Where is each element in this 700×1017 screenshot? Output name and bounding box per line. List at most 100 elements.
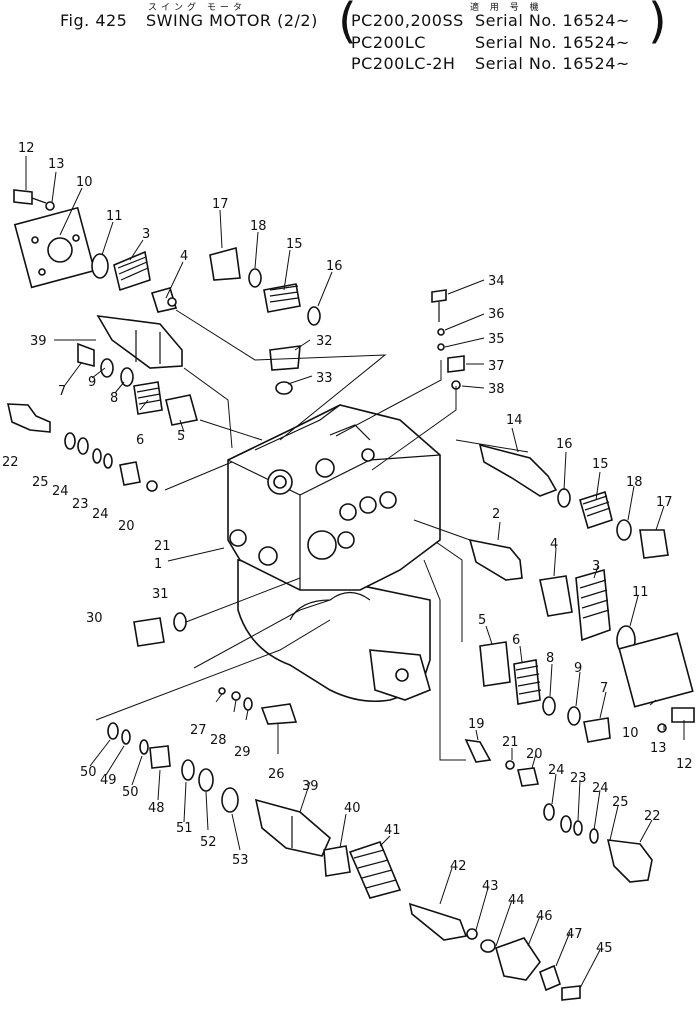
callout: 1 bbox=[154, 557, 162, 572]
callout: 5 bbox=[478, 613, 486, 628]
callout: 30 bbox=[86, 611, 103, 626]
fig-label: Fig. 425 bbox=[60, 11, 128, 30]
callout: 11 bbox=[106, 209, 123, 224]
callout: 7 bbox=[600, 681, 608, 696]
callout: 52 bbox=[200, 835, 217, 850]
callout: 13 bbox=[650, 741, 667, 756]
callout: 2 bbox=[492, 507, 500, 522]
callout: 3 bbox=[142, 227, 150, 242]
callout: 16 bbox=[326, 259, 343, 274]
callout: 27 bbox=[190, 723, 207, 738]
callout: 8 bbox=[546, 651, 554, 666]
callout: 21 bbox=[154, 539, 171, 554]
callout: 25 bbox=[32, 475, 49, 490]
callout: 47 bbox=[566, 927, 583, 942]
lower-parts bbox=[107, 722, 581, 1001]
callout: 32 bbox=[316, 334, 333, 349]
callout: 10 bbox=[76, 175, 93, 190]
callout: 38 bbox=[488, 382, 505, 397]
callout: 51 bbox=[176, 821, 193, 836]
callout: 3 bbox=[592, 559, 600, 574]
motor-housing bbox=[237, 559, 431, 703]
callout: 31 bbox=[152, 587, 169, 602]
callout: 5 bbox=[177, 429, 185, 444]
callout: 4 bbox=[180, 249, 188, 264]
bracket-left: ( bbox=[338, 0, 358, 49]
callout: 9 bbox=[88, 375, 96, 390]
callout: 22 bbox=[644, 809, 661, 824]
callout: 29 bbox=[234, 745, 251, 760]
callout: 50 bbox=[122, 785, 139, 800]
callout: 23 bbox=[570, 771, 587, 786]
callout: 28 bbox=[210, 733, 227, 748]
callout: 16 bbox=[556, 437, 573, 452]
model-1: PC200,200SS bbox=[351, 11, 464, 30]
callout: 34 bbox=[488, 274, 505, 289]
callout: 12 bbox=[18, 141, 35, 156]
callout: 37 bbox=[488, 359, 505, 374]
callout: 40 bbox=[344, 801, 361, 816]
callout: 12 bbox=[676, 757, 693, 772]
serial-2: Serial No. 16524~ bbox=[475, 33, 630, 52]
callout: 9 bbox=[574, 661, 582, 676]
callout: 17 bbox=[656, 495, 673, 510]
callout: 24 bbox=[52, 484, 69, 499]
callout: 10 bbox=[622, 726, 639, 741]
callout: 43 bbox=[482, 879, 499, 894]
callout: 45 bbox=[596, 941, 613, 956]
callout: 13 bbox=[48, 157, 65, 172]
left-upper-parts bbox=[6, 189, 199, 492]
callout: 24 bbox=[592, 781, 609, 796]
callout: 53 bbox=[232, 853, 249, 868]
callout: 36 bbox=[488, 307, 505, 322]
callout: 4 bbox=[550, 537, 558, 552]
callout: 21 bbox=[502, 735, 519, 750]
model-2: PC200LC bbox=[351, 33, 426, 52]
callout: 23 bbox=[72, 497, 89, 512]
valve-body bbox=[227, 404, 441, 591]
callout: 35 bbox=[488, 332, 505, 347]
leader-lines bbox=[25, 156, 685, 989]
serial-1: Serial No. 16524~ bbox=[475, 11, 630, 30]
callout: 18 bbox=[626, 475, 643, 490]
callout: 19 bbox=[468, 717, 485, 732]
callouts: 12 13 10 11 3 4 17 18 15 16 39 7 9 8 6 5… bbox=[2, 141, 693, 956]
callout: 14 bbox=[506, 413, 523, 428]
callout: 8 bbox=[110, 391, 118, 406]
callout: 24 bbox=[548, 763, 565, 778]
callout: 33 bbox=[316, 371, 333, 386]
left-lower-parts bbox=[133, 612, 298, 725]
upper-middle-parts bbox=[209, 246, 321, 395]
callout: 25 bbox=[612, 795, 629, 810]
upper-right-small-parts bbox=[431, 289, 465, 390]
callout: 11 bbox=[632, 585, 649, 600]
callout: 50 bbox=[80, 765, 97, 780]
callout: 15 bbox=[592, 457, 609, 472]
callout: 44 bbox=[508, 893, 525, 908]
callout: 15 bbox=[286, 237, 303, 252]
callout: 22 bbox=[2, 455, 19, 470]
callout: 6 bbox=[512, 633, 520, 648]
callout: 39 bbox=[302, 779, 319, 794]
bracket-right: ) bbox=[648, 0, 668, 49]
applicable-label: 適 用 号 機 bbox=[470, 3, 543, 13]
serial-3: Serial No. 16524~ bbox=[475, 54, 630, 73]
callout: 39 bbox=[30, 334, 47, 349]
callout: 18 bbox=[250, 219, 267, 234]
callout: 7 bbox=[58, 384, 66, 399]
fig-title: SWING MOTOR (2/2) bbox=[146, 11, 318, 30]
model-3: PC200LC-2H bbox=[351, 54, 456, 73]
callout: 46 bbox=[536, 909, 553, 924]
callout: 20 bbox=[526, 747, 543, 762]
callout: 6 bbox=[136, 433, 144, 448]
callout: 41 bbox=[384, 823, 401, 838]
callout: 42 bbox=[450, 859, 467, 874]
callout: 17 bbox=[212, 197, 229, 212]
callout: 48 bbox=[148, 801, 165, 816]
callout: 20 bbox=[118, 519, 135, 534]
subtitle-jp: スイング モータ bbox=[148, 3, 246, 13]
callout: 26 bbox=[268, 767, 285, 782]
callout: 24 bbox=[92, 507, 109, 522]
callout: 49 bbox=[100, 773, 117, 788]
